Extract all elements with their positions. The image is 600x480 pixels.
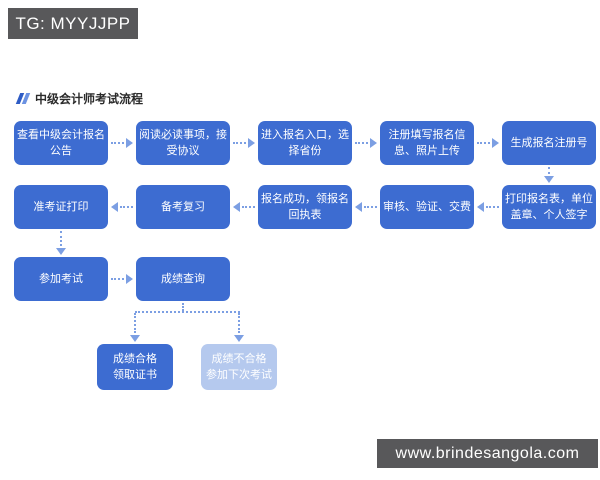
step-enter-portal-province: 进入报名入口，选 择省份 [258, 121, 352, 165]
arrow-left-icon [355, 202, 377, 212]
step-read-notices-agree: 阅读必读事项，接 受协议 [136, 121, 230, 165]
arrow-right-icon [111, 274, 133, 284]
step-review-verify-pay: 审核、验证、交费 [380, 185, 474, 229]
step-generate-reg-number: 生成报名注册号 [502, 121, 596, 165]
arrow-left-icon [233, 202, 255, 212]
step-take-exam: 参加考试 [14, 257, 108, 301]
arrow-right-icon [233, 138, 255, 148]
website-watermark-badge: www.brindesangola.com [377, 439, 598, 468]
flowchart-title-row: 中级会计师考试流程 [15, 90, 144, 107]
double-slash-icon [15, 93, 31, 104]
arrow-down-icon [130, 313, 140, 342]
step-score-inquiry: 成绩查询 [136, 257, 230, 301]
arrow-down-icon [56, 231, 66, 255]
arrow-down-icon [544, 167, 554, 183]
connector-stub [182, 303, 184, 311]
step-pass-get-certificate: 成绩合格 领取证书 [97, 344, 173, 390]
step-print-admission-ticket: 准考证打印 [14, 185, 108, 229]
arrow-down-icon [234, 313, 244, 342]
step-success-receipt: 报名成功，领报名 回执表 [258, 185, 352, 229]
arrow-left-icon [477, 202, 499, 212]
page-title: 中级会计师考试流程 [35, 92, 144, 106]
step-register-info-photo: 注册填写报名信 息、照片上传 [380, 121, 474, 165]
connector-branch-line [135, 311, 240, 313]
arrow-right-icon [477, 138, 499, 148]
step-prepare-review: 备考复习 [136, 185, 230, 229]
step-fail-next-exam: 成绩不合格 参加下次考试 [201, 344, 277, 390]
arrow-left-icon [111, 202, 133, 212]
arrow-right-icon [111, 138, 133, 148]
tg-watermark-badge: TG: MYYJJPP [8, 8, 138, 39]
step-print-form-stamp-sign: 打印报名表，单位 盖章、个人签字 [502, 185, 596, 229]
step-view-announcement: 查看中级会计报名 公告 [14, 121, 108, 165]
arrow-right-icon [355, 138, 377, 148]
